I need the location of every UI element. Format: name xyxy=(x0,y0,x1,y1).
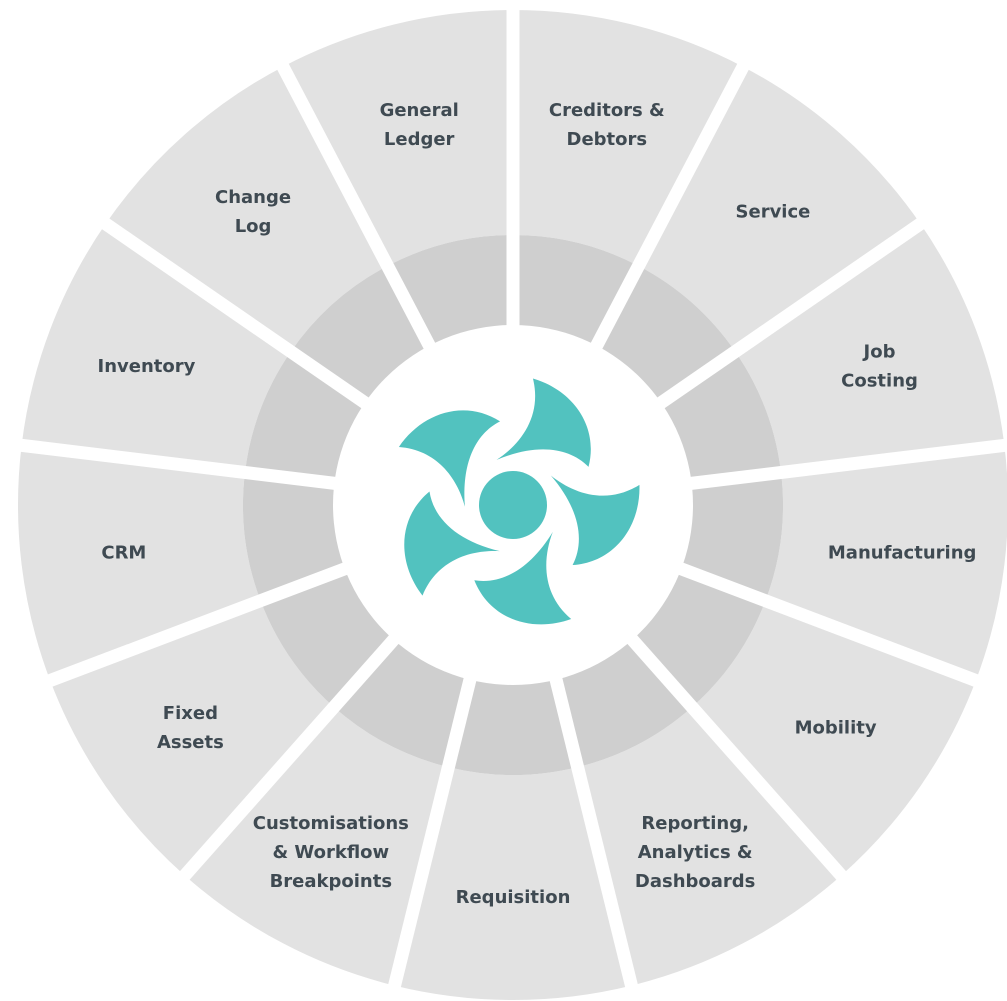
segment-label-line: Creditors & xyxy=(549,100,665,121)
segment-label-line: Reporting, xyxy=(641,813,749,834)
segment-separator xyxy=(174,627,406,886)
segment-label-line: Service xyxy=(736,202,811,223)
segment-label-crm: CRM xyxy=(101,542,146,563)
segment-label-line: Log xyxy=(235,216,272,237)
segment-label-line: Breakpoints xyxy=(270,871,392,892)
wheel-separators xyxy=(12,2,1007,995)
segment-label-line: Inventory xyxy=(98,356,196,377)
segment-separator xyxy=(12,437,346,491)
segment-separator xyxy=(386,668,479,995)
segment-mobility xyxy=(692,600,976,876)
segment-label-line: Debtors xyxy=(567,129,648,150)
logo-blades xyxy=(398,378,640,625)
segment-separator xyxy=(669,559,986,690)
segment-label-line: Change xyxy=(215,187,291,208)
segment-job-costing xyxy=(735,223,1005,473)
segment-label-line: Customisations xyxy=(253,813,409,834)
segment-separator xyxy=(586,56,753,358)
segment-label-reporting-analytics-dashboards: Reporting, Analytics & Dashboards xyxy=(635,813,756,892)
segment-label-inventory: Inventory xyxy=(98,356,196,377)
segment-label-line: Job xyxy=(862,341,896,362)
segment-label-manufacturing: Manufacturing xyxy=(828,542,977,563)
swirl-logo-icon xyxy=(398,378,640,625)
segment-label-line: Fixed xyxy=(163,703,218,724)
logo-blade xyxy=(404,491,500,596)
segment-label-line: & Workflow xyxy=(272,842,389,863)
segment-inner-manufacturing xyxy=(676,472,784,601)
segment-inner-crm xyxy=(243,472,350,601)
segment-separator xyxy=(620,627,852,886)
segment-inner-requisition xyxy=(448,674,578,776)
segment-label-line: CRM xyxy=(101,542,146,563)
logo-blade xyxy=(474,531,572,625)
segment-creditors-debtors xyxy=(513,10,744,266)
segment-label-line: Requisition xyxy=(456,887,571,908)
segment-separator xyxy=(40,559,357,690)
segment-separator xyxy=(95,213,377,414)
segment-label-line: Costing xyxy=(841,370,918,391)
segment-label-line: Assets xyxy=(157,732,224,753)
segment-label-line: Ledger xyxy=(384,129,455,150)
segment-reporting-analytics-dashboards xyxy=(577,707,842,986)
segment-label-creditors-debtors: Creditors & Debtors xyxy=(549,100,665,150)
segment-label-line: General xyxy=(380,100,459,121)
segment-separator xyxy=(547,668,640,995)
segment-separator xyxy=(649,213,931,414)
segment-separator xyxy=(680,438,1007,491)
segment-label-line: Dashboards xyxy=(635,871,756,892)
segment-label-line: Analytics & xyxy=(638,842,753,863)
logo-core xyxy=(479,471,547,539)
segment-inventory xyxy=(21,223,291,473)
segment-customisations-workflow-breakpoints xyxy=(184,707,449,986)
segment-fixed-assets xyxy=(50,600,334,876)
segment-separator xyxy=(273,56,440,358)
segment-label-line: Manufacturing xyxy=(828,542,977,563)
logo-blade xyxy=(496,378,591,467)
logo-blade xyxy=(398,410,501,507)
segment-label-mobility: Mobility xyxy=(795,718,877,739)
segment-label-requisition: Requisition xyxy=(456,887,571,908)
segment-general-ledger xyxy=(282,10,513,266)
segment-label-service: Service xyxy=(736,202,811,223)
segment-label-line: Mobility xyxy=(795,718,877,739)
logo-blade xyxy=(550,475,640,566)
segment-requisition xyxy=(394,767,632,1001)
